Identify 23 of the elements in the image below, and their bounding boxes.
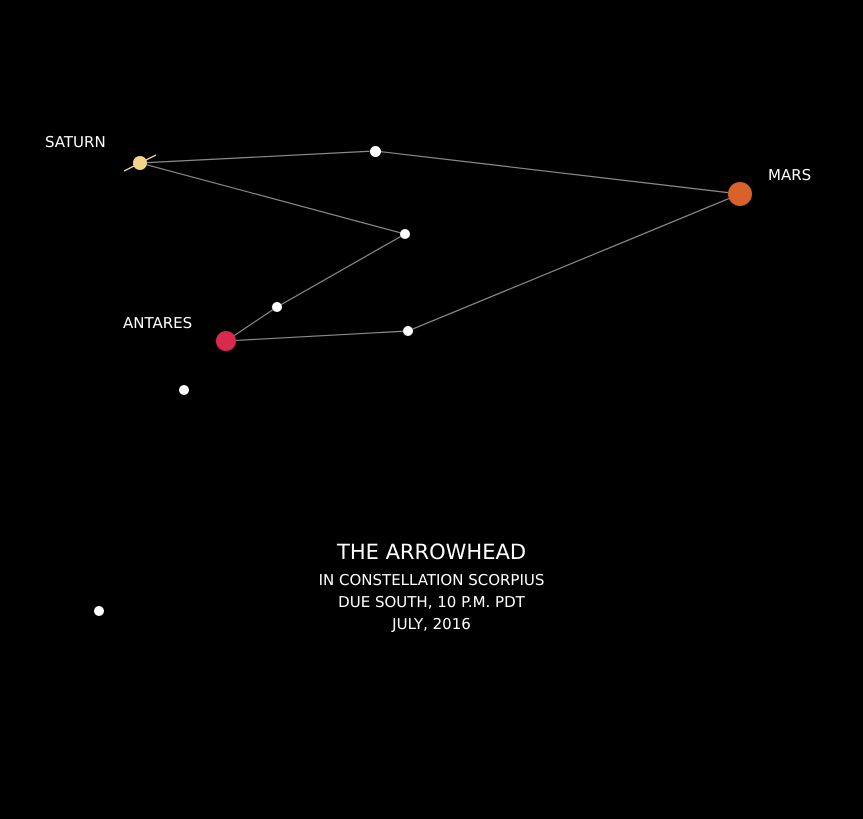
- connector-line: [146, 150, 370, 164]
- star-dot: [94, 606, 104, 616]
- star-name-label: ANTARES: [123, 314, 192, 332]
- star-name-label: MARS: [768, 166, 812, 184]
- chart-title: THE ARROWHEAD: [336, 540, 527, 564]
- caption-line: DUE SOUTH, 10 P.M. PDT: [337, 593, 526, 611]
- caption-line: IN CONSTELLATION SCORPIUS: [318, 571, 546, 589]
- connector-line: [236, 330, 404, 342]
- connector-line: [380, 151, 728, 194]
- ringed-planet: [123, 153, 157, 173]
- connector-line: [146, 164, 400, 234]
- planet-dot: [216, 331, 236, 351]
- connector-line: [281, 236, 401, 306]
- star-dot: [400, 229, 410, 239]
- planet-dot: [728, 182, 752, 206]
- star-dot: [272, 302, 282, 312]
- star-dot: [403, 326, 413, 336]
- star-name-label: SATURN: [45, 133, 106, 151]
- connector-line: [412, 198, 730, 330]
- caption-line: JULY, 2016: [390, 615, 472, 633]
- star-dot: [370, 146, 380, 156]
- star-dot: [179, 385, 189, 395]
- connector-line: [234, 309, 274, 336]
